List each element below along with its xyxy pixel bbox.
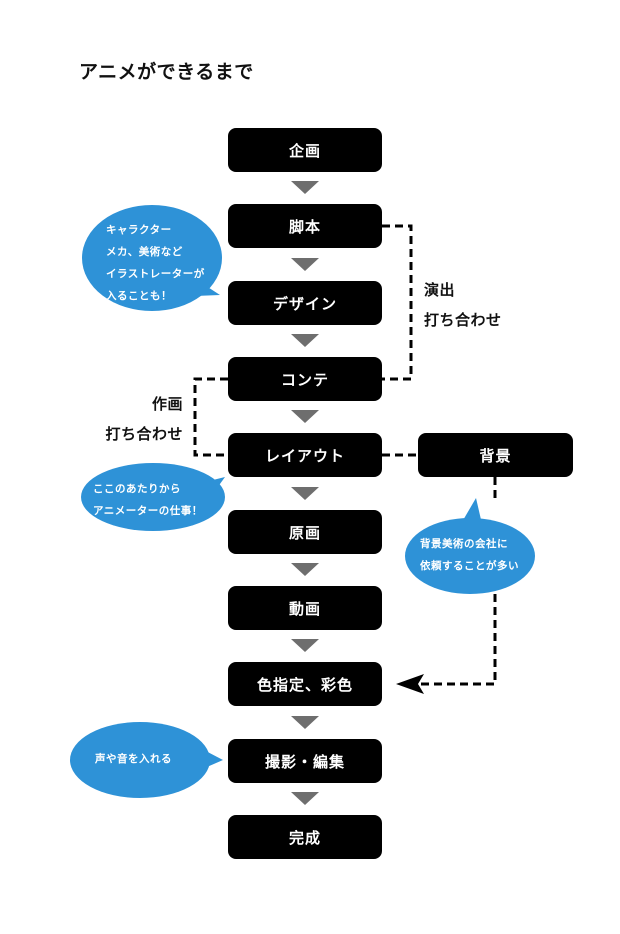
bubble-1-text: キャラクター メカ、美術など イラストレーターが 入ることも！ [106, 219, 205, 307]
label-line: 作画 [151, 395, 183, 413]
step-planning: 企画 [228, 128, 382, 172]
down-arrow-icon [291, 792, 319, 805]
down-arrow-icon [291, 487, 319, 500]
label-line: 打ち合わせ [424, 311, 502, 329]
down-arrow-icon [291, 716, 319, 729]
down-arrow-icon [291, 258, 319, 271]
bubble-4-text: 声や音を入れる [95, 748, 172, 770]
arrowhead-icon [396, 674, 424, 694]
bubble-line: アニメーターの仕事！ [93, 505, 203, 517]
bubble-3-text: 背景美術の会社に 依頼することが多い [420, 533, 519, 577]
step-complete: 完成 [228, 815, 382, 859]
step-background: 背景 [418, 433, 573, 477]
down-arrow-icon [291, 334, 319, 347]
down-arrow-icon [291, 181, 319, 194]
step-script: 脚本 [228, 204, 382, 248]
speech-bubble-4 [70, 722, 223, 798]
step-design: デザイン [228, 281, 382, 325]
step-layout: レイアウト [228, 433, 382, 477]
down-arrow-icon [291, 563, 319, 576]
step-shooting-editing: 撮影・編集 [228, 739, 382, 783]
bubble-line: 依頼することが多い [420, 560, 519, 572]
page-title: アニメができるまで [79, 61, 254, 83]
bubble-2-text: ここのあたりから アニメーターの仕事！ [93, 478, 203, 522]
step-storyboard: コンテ [228, 357, 382, 401]
bubble-line: ここのあたりから [93, 483, 181, 495]
bubble-line: イラストレーターが [106, 268, 205, 280]
label-line: 演出 [424, 281, 456, 299]
drawing-meeting-label: 作画 打ち合わせ [105, 389, 183, 449]
speech-bubble-3 [405, 498, 535, 594]
bubble-line: 入ることも！ [106, 290, 172, 302]
step-in-between: 動画 [228, 586, 382, 630]
connector-storyboard-layout [193, 377, 228, 457]
connector-script-storyboard [382, 224, 413, 381]
bubble-line: キャラクター [106, 224, 172, 236]
direction-meeting-label: 演出 打ち合わせ [424, 275, 502, 335]
connector-background-coloring-2 [420, 594, 497, 686]
bubble-line: 声や音を入れる [95, 753, 172, 765]
bubble-line: メカ、美術など [106, 246, 183, 258]
speech-bubble-1 [82, 205, 222, 311]
down-arrow-icon [291, 410, 319, 423]
speech-bubble-2 [81, 463, 225, 531]
step-coloring: 色指定、彩色 [228, 662, 382, 706]
label-line: 打ち合わせ [105, 425, 183, 443]
down-arrow-icon [291, 639, 319, 652]
bubble-line: 背景美術の会社に [420, 538, 508, 550]
step-key-animation: 原画 [228, 510, 382, 554]
